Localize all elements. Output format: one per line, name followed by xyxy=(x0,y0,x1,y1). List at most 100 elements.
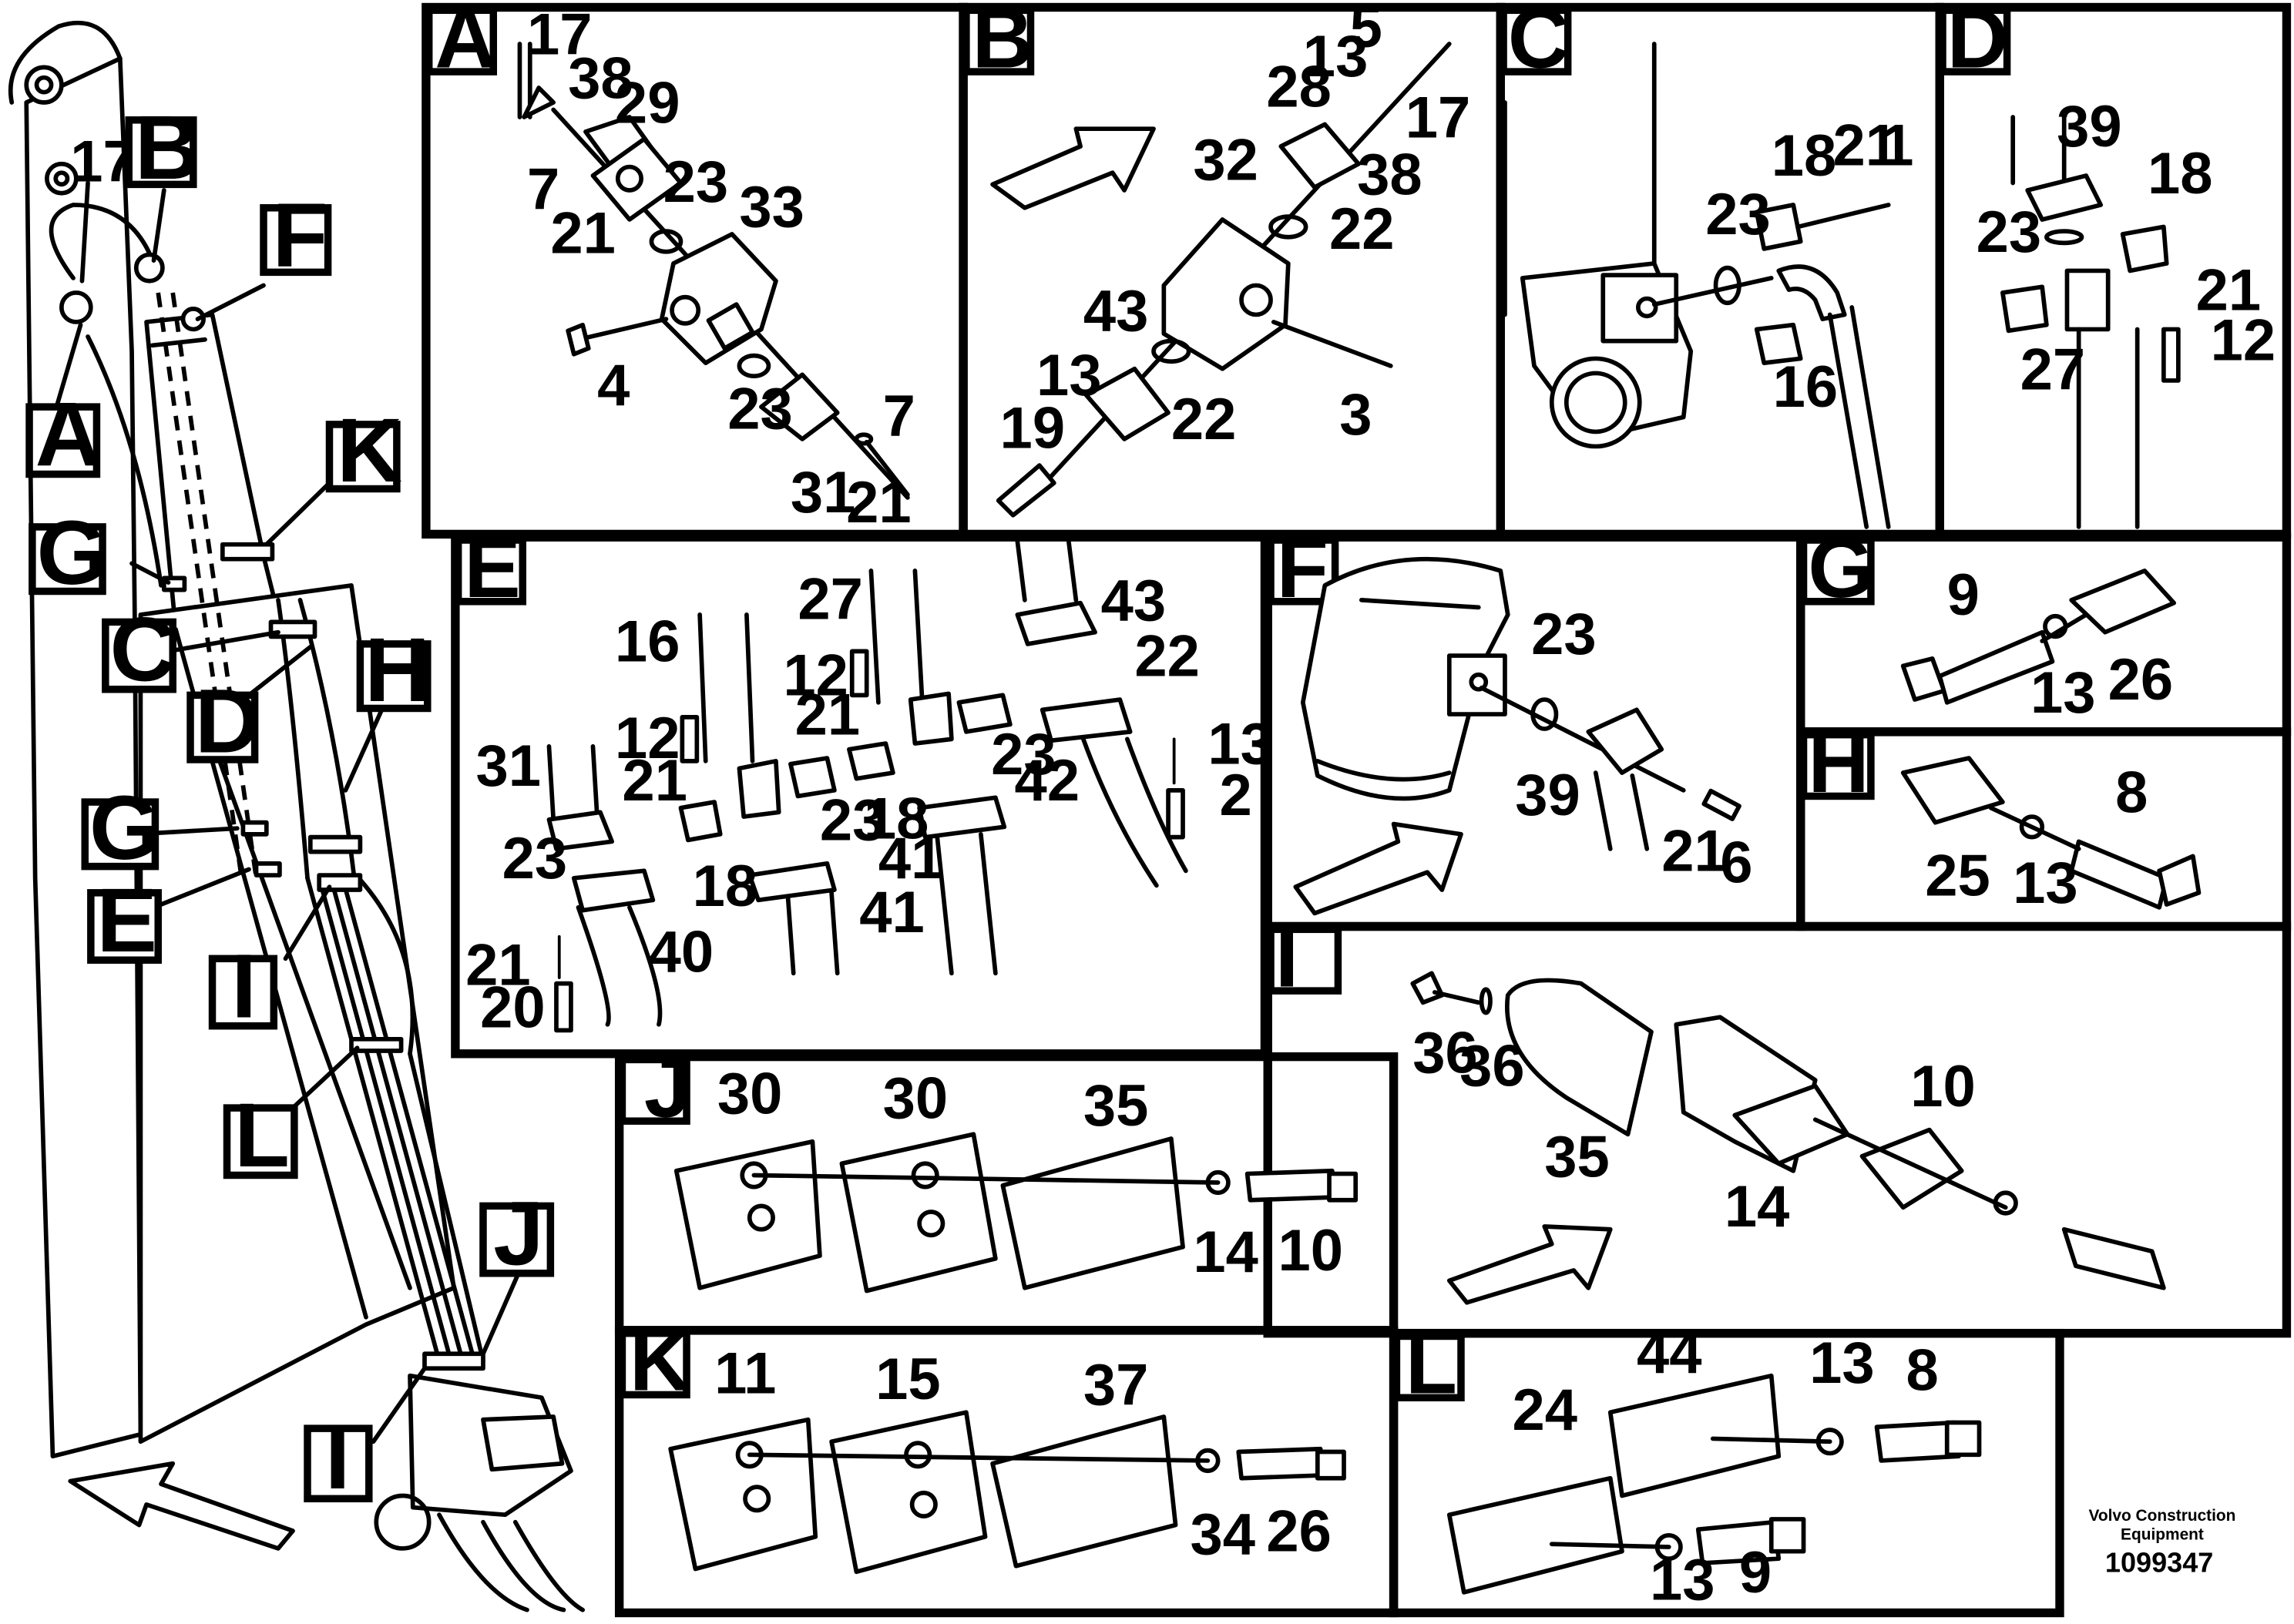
callout: 21 xyxy=(2196,258,2262,324)
callout: 23 xyxy=(663,149,729,215)
callout: 18 xyxy=(864,787,929,852)
callout: 2 xyxy=(1220,763,1252,828)
callout: 44 xyxy=(1637,1320,1702,1386)
callout: 21 xyxy=(846,470,912,535)
overview-label: E xyxy=(96,869,157,971)
callout: 1 xyxy=(1881,113,1913,179)
panel-letter: H xyxy=(1808,716,1869,810)
panel-letter: E xyxy=(464,521,520,616)
callout: 21 xyxy=(465,933,531,998)
callout: 10 xyxy=(1910,1054,1976,1119)
callout: 9 xyxy=(1739,1540,1772,1606)
callout: 18 xyxy=(2148,141,2213,206)
callout: 16 xyxy=(1773,354,1839,420)
callout: 21 xyxy=(622,748,687,814)
callout: 28 xyxy=(1266,55,1332,120)
callout: 41 xyxy=(878,826,944,891)
doc-number: 1099347 xyxy=(2105,1546,2213,1578)
callout: 21 xyxy=(1833,113,1899,179)
callout: 22 xyxy=(1171,387,1237,452)
panel-j: K 11 15 37 34 26 xyxy=(614,1314,1399,1618)
callout: 30 xyxy=(883,1065,949,1131)
callout: 14 xyxy=(1725,1174,1790,1240)
panel-letter: F xyxy=(1277,521,1328,616)
overview-labels: 17 B F A K G C D H G E I L J I xyxy=(25,96,555,1508)
panel-g: G 9 13 26 xyxy=(1796,521,2292,737)
callout: 38 xyxy=(1357,143,1422,208)
panel-letter: A xyxy=(435,0,496,86)
callout: 13 xyxy=(2030,660,2096,726)
callout: 7 xyxy=(527,157,559,223)
callout: 34 xyxy=(1191,1502,1256,1568)
callout: 3 xyxy=(1339,382,1372,448)
callout: 22 xyxy=(1134,624,1200,690)
panel-letter: J xyxy=(644,1040,691,1135)
panel-k: I 36 36 35 14 10 xyxy=(1263,910,2292,1338)
panel-e: E 16 27 43 22 12 21 31 xyxy=(451,521,1273,1059)
callout: 21 xyxy=(795,683,861,748)
callout: 19 xyxy=(1000,395,1066,461)
callout: 12 xyxy=(615,706,680,771)
callout: 32 xyxy=(1193,128,1258,193)
callout: 23 xyxy=(727,377,793,442)
callout: 13 xyxy=(1036,343,1102,408)
callout: 23 xyxy=(991,722,1056,787)
callout: 8 xyxy=(2115,760,2148,825)
callout: 12 xyxy=(2211,307,2276,373)
callout: 23 xyxy=(1977,200,2042,265)
callout: 33 xyxy=(739,174,804,240)
panel-a: A 17 38 29 7 21 23 33 4 23 31 21 7 xyxy=(422,0,968,539)
callout: 13 xyxy=(1207,712,1273,777)
callout: 17 xyxy=(527,2,593,67)
callout: 7 xyxy=(883,384,915,449)
panel-letter: B xyxy=(972,0,1033,86)
callout: 14 xyxy=(1193,1220,1258,1285)
callout: 18 xyxy=(1772,123,1837,189)
brand-block: Volvo Construction Equipment 1099347 xyxy=(2088,1507,2235,1578)
callout: 35 xyxy=(1083,1073,1149,1139)
panel-h: H 8 25 13 xyxy=(1796,716,2292,931)
callout: 23 xyxy=(502,826,568,891)
callout: 27 xyxy=(2020,337,2086,402)
overview-label: A xyxy=(35,383,101,485)
brand-line-2: Equipment xyxy=(2121,1526,2204,1544)
panel-b: B 13 5 28 17 38 32 22 43 13 19 22 3 xyxy=(959,0,1505,539)
callout: 23 xyxy=(820,787,885,853)
panel-d: D 39 18 23 21 27 12 xyxy=(1935,0,2292,539)
panel-letter: I xyxy=(1275,910,1299,1005)
callout: 6 xyxy=(1720,830,1752,896)
overview-label: J xyxy=(493,1182,544,1283)
callout: 43 xyxy=(1101,568,1167,633)
overview-label: G xyxy=(89,777,160,878)
panel-letter: G xyxy=(1808,521,1874,616)
callout: 36 xyxy=(1412,1021,1478,1086)
panel-letter: D xyxy=(1947,0,2009,86)
overview-label: B xyxy=(135,96,200,198)
callout: 26 xyxy=(2108,647,2174,713)
callout: 41 xyxy=(859,880,925,945)
overview-callout: 17 xyxy=(70,129,136,195)
overview-label: I xyxy=(325,1406,351,1508)
brand-line-1: Volvo Construction xyxy=(2088,1507,2235,1525)
panel-letter: C xyxy=(1508,0,1570,86)
callout: 24 xyxy=(1512,1377,1577,1443)
panel-c: C 18 21 1 23 16 xyxy=(1496,0,1944,539)
panel-letter: L xyxy=(1406,1317,1457,1412)
panel-f: F 23 39 21 6 xyxy=(1263,521,1805,931)
callout: 13 xyxy=(2013,851,2078,916)
callout: 11 xyxy=(714,1341,776,1407)
callout: 21 xyxy=(550,201,616,267)
callout: 13 xyxy=(1650,1547,1715,1612)
panel-l: L 44 13 8 24 13 9 xyxy=(1389,1317,2064,1618)
callout: 5 xyxy=(1350,0,1382,60)
overview-label: I xyxy=(231,934,257,1036)
callout: 23 xyxy=(1531,602,1597,667)
callout: 42 xyxy=(1015,748,1080,814)
callout: 31 xyxy=(475,733,541,799)
panel-i: J 30 30 35 14 10 xyxy=(614,1040,1399,1335)
callout: 30 xyxy=(717,1062,783,1127)
callout: 27 xyxy=(798,567,863,632)
callout: 39 xyxy=(1515,763,1580,828)
callout: 9 xyxy=(1947,562,1980,628)
